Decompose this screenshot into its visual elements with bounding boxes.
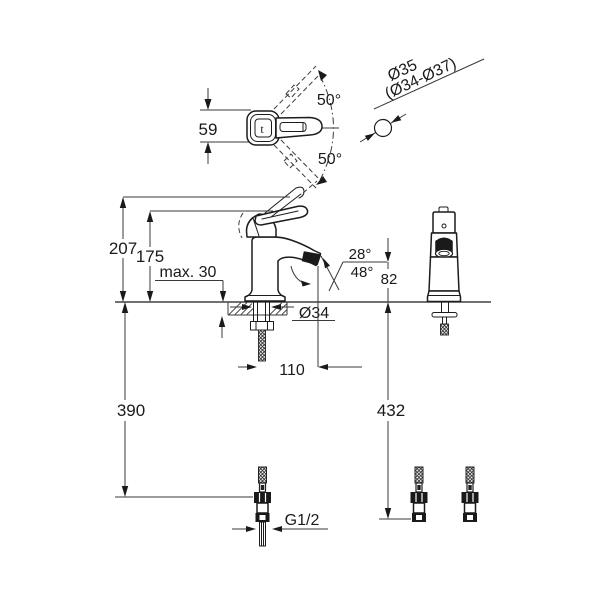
hose-tube (259, 521, 266, 547)
lever-swing-up-dashed (273, 65, 322, 115)
dim-label-50-bottom: 50° (318, 151, 342, 168)
dim-432: 432 (377, 325, 411, 520)
dim-390: 390 (115, 302, 253, 498)
side-rod (442, 316, 447, 325)
dim-label-432: 432 (377, 401, 405, 420)
dim-label-o34: Ø34 (299, 305, 329, 322)
faucet-body (244, 236, 322, 302)
dim-g12: G1/2 (232, 512, 328, 532)
lever-lowered (254, 205, 309, 226)
dim-max30: max. 30 (155, 264, 227, 338)
dim-spout-angles: 28° 48° (320, 246, 387, 292)
hole-arrow-right (391, 115, 402, 123)
handle-mark: t (260, 122, 264, 136)
side-washer (431, 312, 458, 318)
top-view-handle: 59 t 50° 50° (199, 65, 342, 189)
dim-o34: Ø34 (230, 304, 335, 322)
dim-82: 82 (381, 238, 398, 325)
supply-hose-right-1 (409, 466, 429, 523)
dim-label-max30: max. 30 (160, 264, 217, 281)
dim-label-g12: G1/2 (285, 512, 320, 529)
dim-label-110: 110 (279, 362, 305, 379)
swing-arrow-top (318, 70, 327, 81)
dim-110: 110 (238, 266, 362, 379)
lever-raised-outline (238, 180, 318, 239)
dim-label-50-top: 50° (317, 92, 341, 109)
aerator (301, 251, 322, 266)
handle-base-inner (254, 118, 272, 138)
dim-handle-width: 59 (199, 88, 218, 164)
hole-text-underline (373, 58, 485, 110)
side-screw (441, 223, 447, 229)
dim-label-390: 390 (117, 401, 145, 420)
side-cap-block (432, 211, 456, 234)
dim-label-59: 59 (199, 120, 218, 139)
swing-arrow-bottom (316, 176, 327, 185)
threaded-rod (258, 329, 266, 362)
front-view-faucet (238, 180, 322, 362)
dim-207: 207 (109, 196, 290, 302)
supply-hose-left (253, 466, 272, 547)
dim-label-48: 48° (351, 264, 374, 281)
mounting-hole-callout: Ø35 (Ø34-Ø37) (359, 55, 485, 143)
side-top-knob (438, 206, 449, 213)
side-view-faucet (426, 206, 462, 336)
handle-lever (275, 116, 323, 139)
hole-labels: Ø35 (Ø34-Ø37) (383, 55, 459, 103)
flow-arrow-curve (290, 265, 305, 284)
dim-label-28: 28° (349, 246, 372, 263)
lever-swing-down-dashed (273, 139, 322, 189)
dim-label-207: 207 (109, 239, 137, 258)
flow-arrow-head (301, 280, 311, 287)
side-body (428, 256, 460, 292)
lever-slot (279, 122, 307, 132)
angle-arrow (323, 258, 330, 269)
hole-circle (373, 118, 393, 138)
side-shank (441, 301, 449, 313)
dim-175: 175 (136, 210, 273, 302)
supply-hose-right-2 (460, 466, 480, 523)
side-threaded-tip (440, 323, 449, 336)
mounting-nut (250, 321, 274, 331)
dim-label-175: 175 (136, 247, 164, 266)
swing-arc (319, 75, 334, 181)
dim-label-82: 82 (381, 271, 398, 288)
side-base (426, 290, 462, 303)
shank (253, 301, 270, 322)
hole-arrow-left (364, 133, 375, 141)
